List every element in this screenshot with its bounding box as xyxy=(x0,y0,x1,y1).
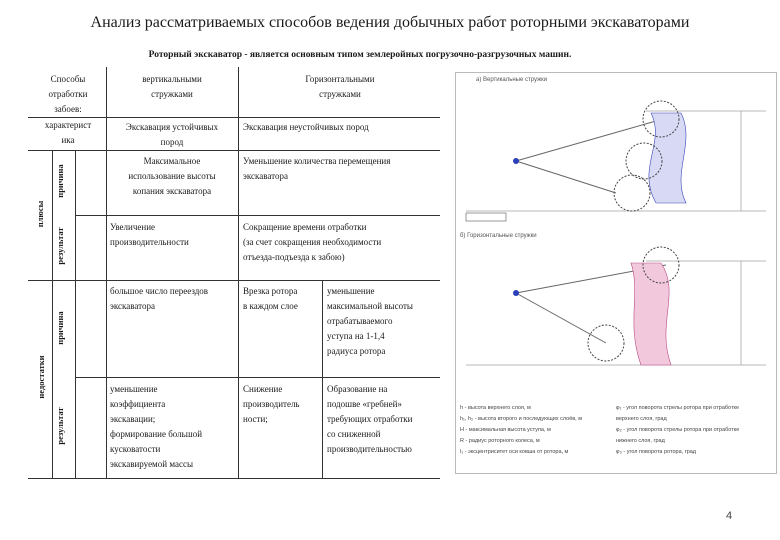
header-characteristic: характерист ика xyxy=(44,120,92,145)
cell-plus-result-horizontal: Сокращение времени отработки (за счет со… xyxy=(243,222,382,262)
label-minus-cause: причина xyxy=(55,311,65,345)
panel-b-drawing xyxy=(466,246,766,366)
cell-minus-cause-horizontal-b: уменьшение максимальной высоты отрабатыв… xyxy=(327,286,413,356)
cell-minus-cause-horizontal-a: Врезка ротора в каждом слое xyxy=(243,286,298,311)
label-plus-cause: причина xyxy=(55,164,65,198)
rotor-excavator-figure: а) Вертикальные стружки б) Горизонтальны… xyxy=(455,72,777,474)
panel-a-label: а) Вертикальные стружки xyxy=(476,77,548,83)
cell-minus-result-vertical: уменьшение коэффициента экскавации; форм… xyxy=(110,384,203,469)
header-vertical: вертикальными стружками xyxy=(142,74,202,99)
header-horizontal: Горизонтальными стружками xyxy=(305,74,375,99)
cell-minus-result-horizontal-a: Снижение производитель ности; xyxy=(243,384,300,424)
page-title: Анализ рассматриваемых способов ведения … xyxy=(90,14,690,31)
excavator-pivot-icon-b xyxy=(513,290,519,296)
panel-a-drawing xyxy=(465,100,766,222)
page-number: 4 xyxy=(726,510,733,522)
label-minus-result: результат xyxy=(55,407,65,445)
label-pluses: плюсы xyxy=(35,200,45,228)
cell-plus-result-vertical: Увеличение производительности xyxy=(110,222,189,247)
label-minuses: недостатки xyxy=(36,355,46,399)
figure-legend-left: h - высота верхнего слоя, м h₁, h₂ - выс… xyxy=(460,405,583,455)
cell-plus-cause-horizontal: Уменьшение количества перемещения экскав… xyxy=(243,156,391,181)
page-subtitle: Роторный экскаватор - является основным … xyxy=(148,50,572,60)
excavator-scheme-svg xyxy=(465,100,766,366)
cell-minus-result-horizontal-b: Образование на подошве «гребней» требующ… xyxy=(327,384,413,454)
label-plus-result: результат xyxy=(55,227,65,265)
cell-plus-cause-vertical: Максимальное использование высоты копани… xyxy=(128,156,216,196)
panel-b-label: б) Горизонтальные стружки xyxy=(460,233,537,239)
cell-vertical-excavation: Экскавация устойчивых пород xyxy=(125,122,219,147)
cell-minus-cause-vertical: большое число переездов экскаватора xyxy=(110,286,209,311)
figure-legend-right: φ₁ - угол поворота стрелы ротора при отр… xyxy=(616,405,740,455)
header-methods: Способы отработки забоев: xyxy=(48,74,88,114)
excavator-pivot-icon xyxy=(513,158,519,164)
cell-horizontal-excavation: Экскавация неустойчивых пород xyxy=(243,122,369,132)
